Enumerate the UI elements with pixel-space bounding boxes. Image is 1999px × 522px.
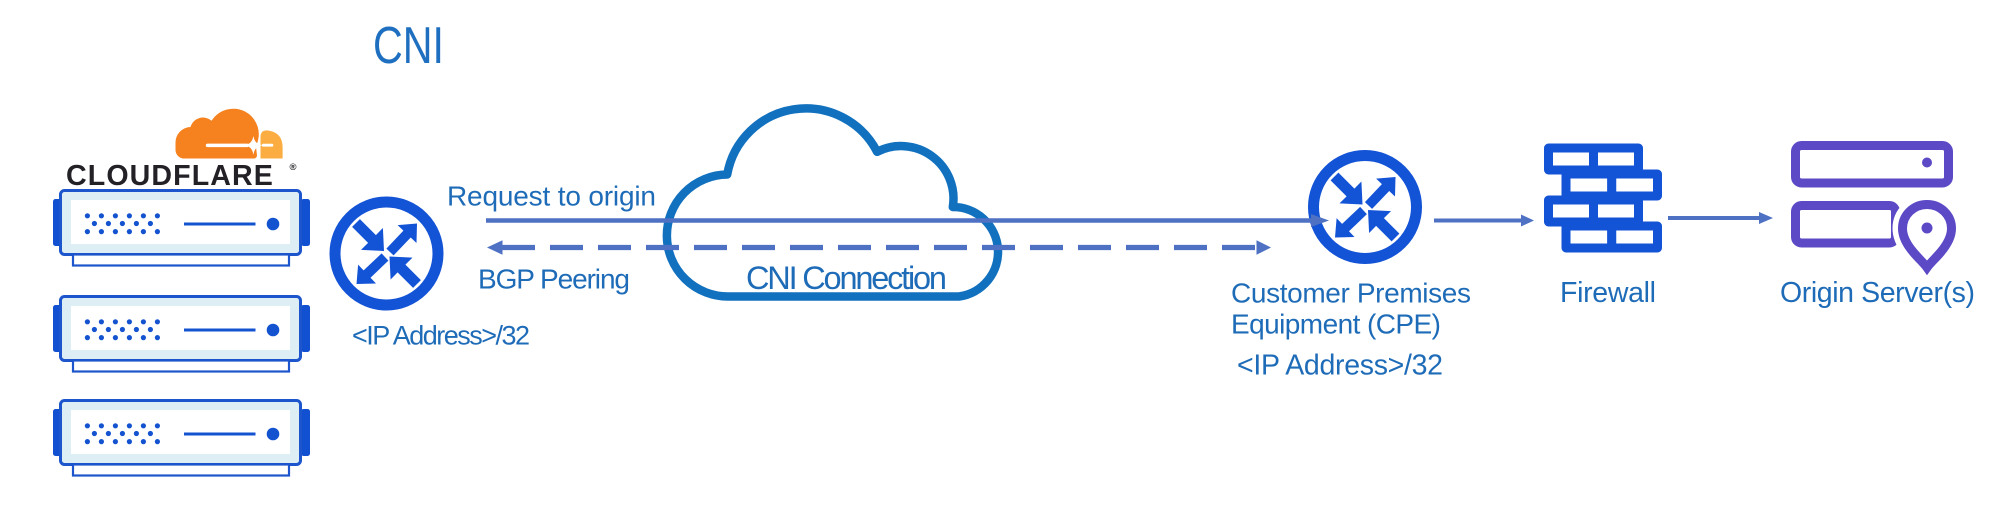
svg-text:Firewall: Firewall bbox=[1560, 277, 1656, 309]
svg-text:<IP Address>/32: <IP Address>/32 bbox=[1237, 350, 1443, 382]
svg-text:CLOUDFLARE: CLOUDFLARE bbox=[66, 160, 274, 192]
svg-text:Equipment (CPE): Equipment (CPE) bbox=[1231, 309, 1441, 340]
svg-text:Request to origin: Request to origin bbox=[447, 181, 656, 212]
svg-text:Customer Premises: Customer Premises bbox=[1231, 278, 1471, 309]
svg-text:<IP Address>/32: <IP Address>/32 bbox=[352, 321, 530, 351]
svg-text:CNI: CNI bbox=[373, 17, 444, 75]
svg-text:BGP Peering: BGP Peering bbox=[478, 264, 630, 295]
svg-text:CNI Connection: CNI Connection bbox=[746, 260, 947, 296]
svg-text:®: ® bbox=[290, 162, 297, 173]
svg-text:Origin Server(s): Origin Server(s) bbox=[1780, 277, 1975, 309]
